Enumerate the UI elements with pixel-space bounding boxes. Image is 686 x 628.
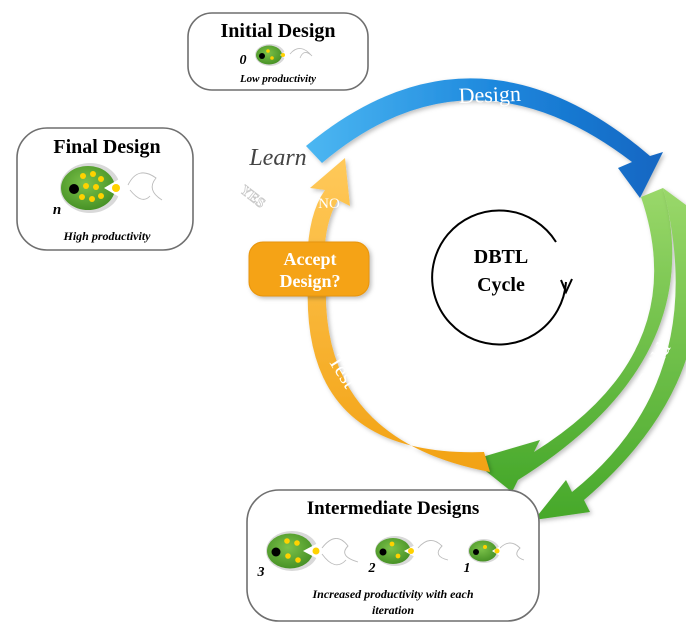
accept-line1: Accept [284, 249, 337, 269]
intermediate-cell-3-icon [266, 531, 359, 571]
yes-label: YES [237, 183, 268, 212]
no-label: NO [318, 196, 340, 212]
learn-label: Learn [248, 145, 306, 171]
intermediate-designs-title: Intermediate Designs [307, 498, 480, 519]
final-design-iteration: n [53, 202, 61, 218]
test-arrow [307, 158, 490, 472]
intermediate-iteration-2: 2 [368, 561, 376, 576]
accept-line2: Design? [279, 271, 340, 291]
center-title-line1: DBTL [474, 246, 528, 268]
build-arrow-inner [472, 188, 673, 492]
intermediate-cell-1-icon [468, 539, 525, 563]
initial-cell-icon [255, 44, 313, 66]
final-cell-icon [60, 163, 163, 213]
initial-design-title: Initial Design [220, 20, 335, 42]
intermediate-cell-2-icon [375, 536, 449, 566]
final-design-title: Final Design [53, 136, 160, 158]
design-arrow [306, 78, 663, 198]
cycle-ring-icon [431, 209, 573, 346]
initial-design-iteration: 0 [240, 53, 247, 68]
accept-design-box [248, 241, 370, 297]
initial-design-caption: Low productivity [239, 73, 316, 85]
final-design-caption: High productivity [63, 229, 152, 243]
intermediate-iteration-1: 1 [464, 561, 471, 576]
intermediate-caption-line1: Increased productivity with each [312, 587, 474, 601]
center-title-line2: Cycle [477, 274, 525, 296]
intermediate-caption-line2: iteration [372, 603, 414, 617]
intermediate-iteration-3: 3 [257, 565, 265, 580]
build-arrow-outer [534, 188, 686, 520]
design-label: Design [458, 81, 521, 108]
